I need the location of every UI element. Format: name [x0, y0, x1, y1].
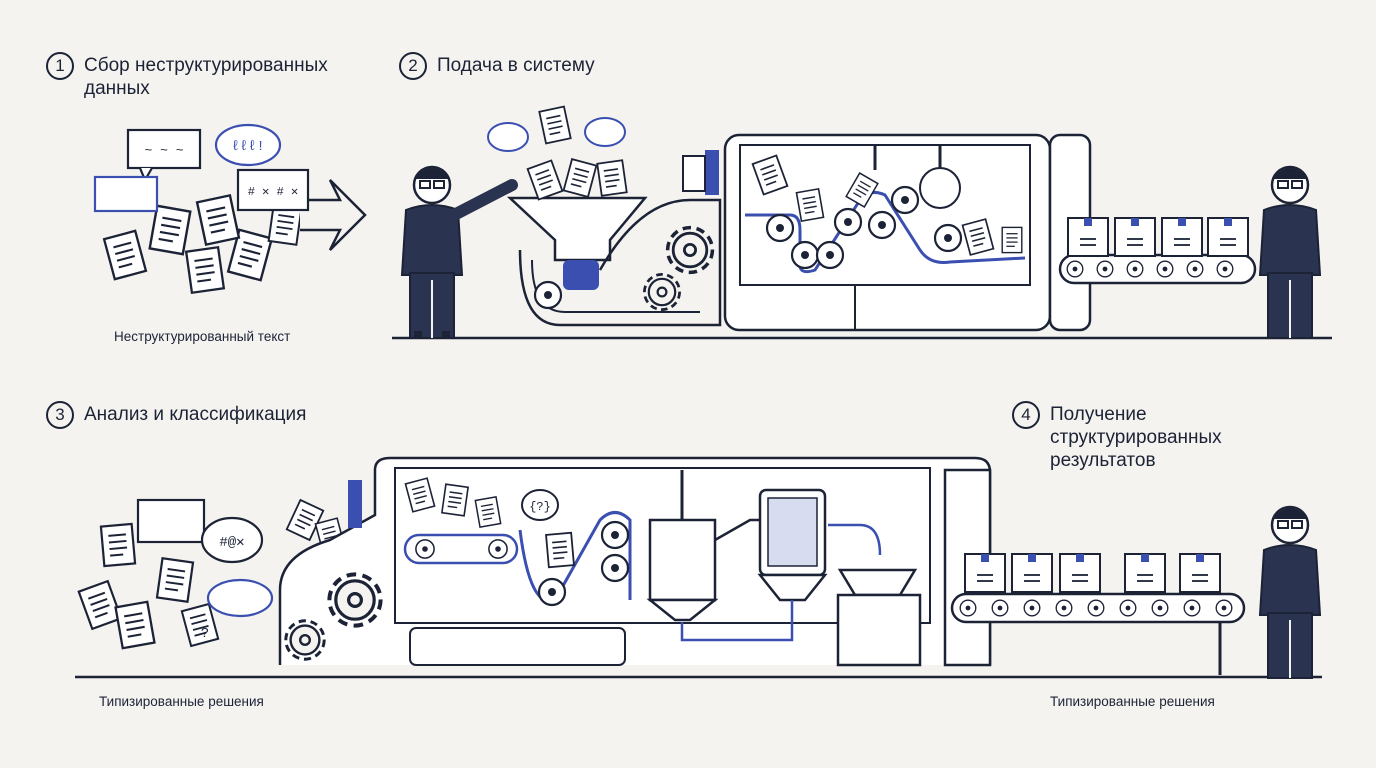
step-number-badge: 3	[46, 401, 74, 429]
unstructured-docs-cluster	[102, 179, 367, 294]
bubble-glyph-6: {?}	[529, 500, 551, 514]
speech-bubble-3	[236, 168, 310, 212]
processing-machine-1	[682, 133, 1092, 332]
step-title: Получение структурированных результатов	[1050, 404, 1222, 471]
bubble-glyph-5: ?	[201, 626, 209, 642]
caption-unstructured-text: Неструктурированный текст	[114, 329, 291, 344]
bubble-glyph-3: # ✕ # ✕	[248, 185, 298, 199]
step-number-badge: 4	[1012, 401, 1040, 429]
step-title: Анализ и классификация	[84, 404, 307, 425]
speech-bubble-blue	[93, 175, 159, 213]
bubble-glyph-4: #@✕	[219, 535, 244, 551]
worker-receiving-1	[1258, 165, 1322, 340]
feeder-hopper	[487, 105, 722, 327]
caption-typed-solutions-left: Типизированные решения	[99, 694, 264, 709]
worker-feeding	[400, 165, 518, 340]
step-number-badge: 2	[399, 52, 427, 80]
step-4-header: 4 Получение структурированных результато…	[1012, 401, 1222, 472]
step-3-header: 3 Анализ и классификация	[46, 401, 307, 429]
conveyor-1	[1058, 217, 1257, 285]
conveyor-2	[950, 553, 1246, 675]
speech-bubble-2	[214, 123, 282, 167]
speech-bubble-1	[126, 128, 202, 183]
caption-typed-solutions-right: Типизированные решения	[1050, 694, 1215, 709]
typed-docs-cluster	[77, 498, 346, 650]
step-number-badge: 1	[46, 52, 74, 80]
processing-machine-2	[278, 456, 992, 667]
bubble-glyph-2: ℓℓℓ!	[231, 139, 265, 155]
step-title: Подача в систему	[437, 55, 595, 76]
step-1-header: 1 Сбор неструктурированных данных	[46, 52, 328, 100]
worker-receiving-2	[1258, 505, 1322, 680]
bubble-glyph-1: ~ ~ ~	[144, 143, 183, 158]
step-title: Сбор неструктурированных данных	[84, 55, 328, 99]
step-2-header: 2 Подача в систему	[399, 52, 595, 80]
